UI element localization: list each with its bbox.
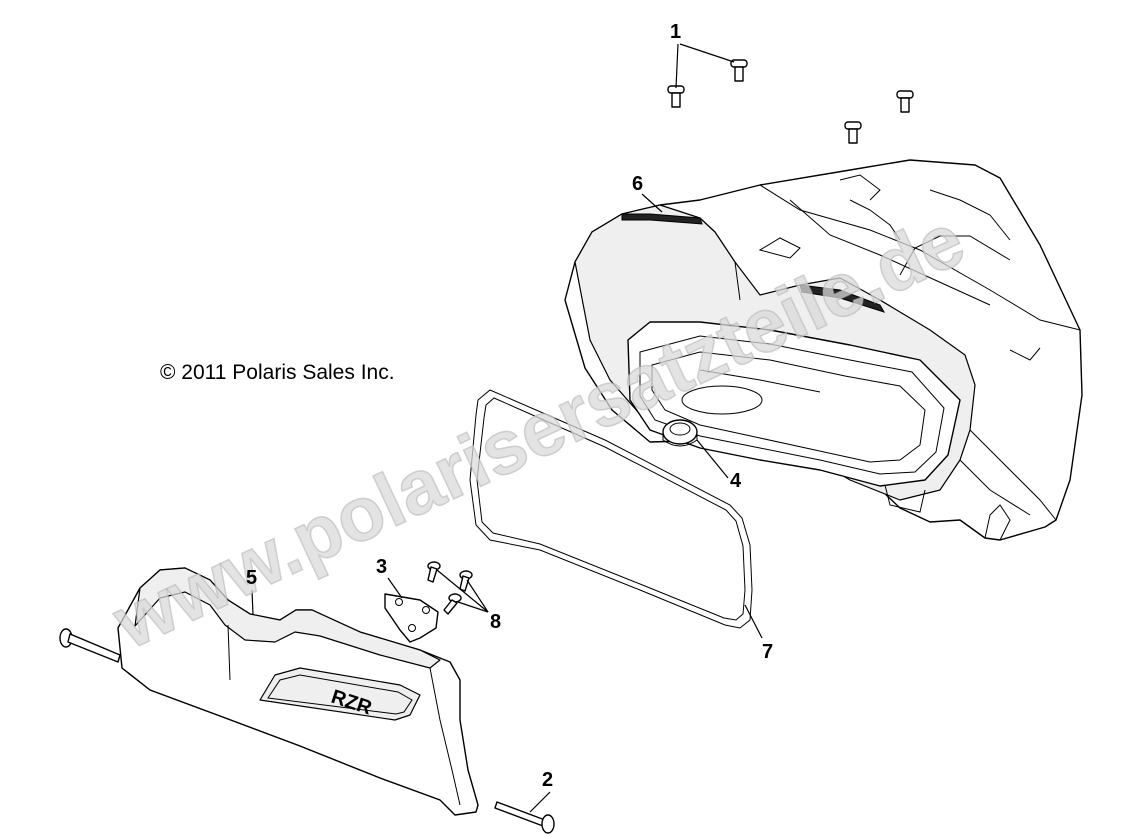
leader-lines (251, 43, 763, 813)
callout-6: 6 (632, 173, 643, 195)
callout-8: 8 (490, 611, 501, 633)
grommet (662, 419, 698, 447)
bolt-1b (667, 85, 685, 108)
mounting-bolts (667, 59, 914, 144)
callout-2: 2 (542, 769, 553, 791)
bolt-1d (844, 121, 862, 144)
glove-box-seal (469, 389, 753, 629)
callout-5: 5 (246, 567, 257, 589)
latch-plate (384, 593, 439, 643)
bolt-1a (730, 59, 748, 82)
latch-screws (427, 561, 473, 615)
hinge-pins (59, 628, 555, 834)
callout-labels: 1 2 3 4 5 6 7 8 (246, 21, 773, 791)
callout-7: 7 (762, 641, 773, 663)
glove-box-door: RZR (117, 567, 479, 816)
callout-1: 1 (670, 21, 681, 43)
screw-8b (459, 570, 473, 592)
screw-8a (427, 561, 441, 583)
hinge-pin-left (59, 628, 121, 663)
callout-4: 4 (730, 470, 742, 492)
hinge-pin-right (494, 801, 555, 834)
bolt-1c (896, 90, 914, 113)
callout-3: 3 (376, 556, 387, 578)
copyright-text: © 2011 Polaris Sales Inc. (160, 361, 395, 384)
screw-8c (443, 593, 462, 615)
